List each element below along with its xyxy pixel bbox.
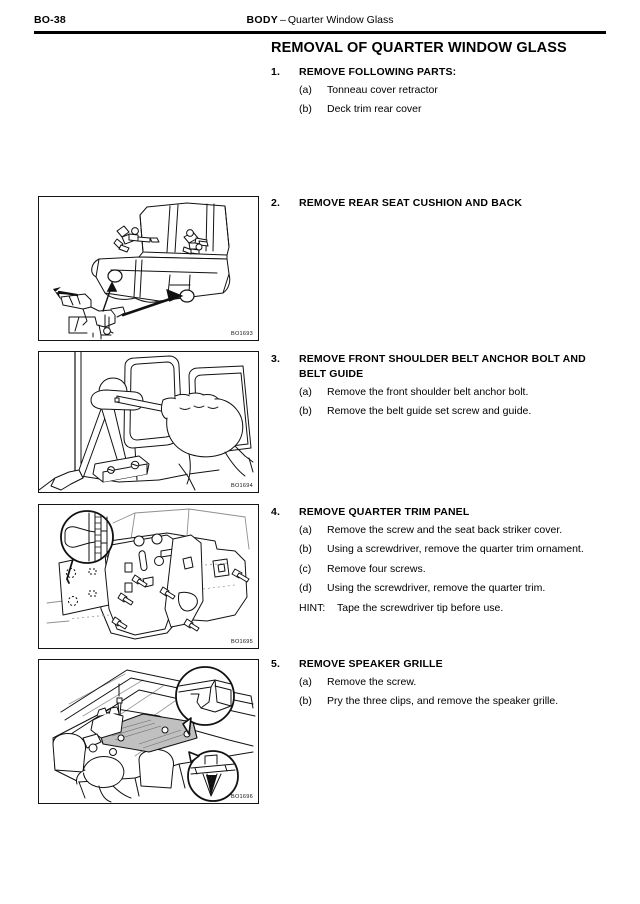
figure-shoulder-belt: BO1694 [38, 351, 259, 493]
step-3-title: REMOVE FRONT SHOULDER BELT ANCHOR BOLT A… [299, 353, 586, 380]
hint-label: HINT: [299, 601, 326, 614]
step-4-number: 4. [271, 506, 281, 518]
figure-rear-seat-illustration [53, 202, 231, 340]
step-1: 1. REMOVE FOLLOWING PARTS: (a) Tonneau c… [271, 65, 606, 117]
substep-text: Tonneau cover retractor [327, 83, 438, 96]
substep-label: (c) [299, 562, 312, 575]
step-1-substeps: (a) Tonneau cover retractor (b) Deck tri… [271, 83, 606, 117]
substep-text: Remove the screw and the seat back strik… [327, 523, 563, 536]
instruction-column: REMOVAL OF QUARTER WINDOW GLASS 1. REMOV… [271, 40, 606, 707]
step-5-title: REMOVE SPEAKER GRILLE [299, 658, 443, 670]
step-4-heading: 4. REMOVE QUARTER TRIM PANEL [271, 505, 606, 520]
substep-text: Using a screwdriver, remove the quarter … [327, 543, 584, 556]
list-item: (a) Remove the screw. [271, 675, 606, 689]
step-4: 4. REMOVE QUARTER TRIM PANEL (a) Remove … [271, 505, 606, 615]
figure-quarter-trim-illustration [46, 508, 250, 640]
step-3-heading: 3. REMOVE FRONT SHOULDER BELT ANCHOR BOL… [271, 352, 606, 382]
substep-label: (a) [299, 385, 312, 398]
substep-text: Remove the screw. [327, 675, 417, 688]
step-2-title: REMOVE REAR SEAT CUSHION AND BACK [299, 197, 523, 209]
page-title: REMOVAL OF QUARTER WINDOW GLASS [271, 40, 567, 56]
substep-text: Pry the three clips, and remove the spea… [327, 695, 559, 708]
page-folio: BO-38 [34, 14, 66, 26]
figure-id: BO1694 [230, 483, 253, 489]
substep-label: (b) [299, 543, 312, 556]
substep-label: (b) [299, 695, 312, 708]
substep-text: Deck trim rear cover [327, 103, 422, 116]
step-5-substeps: (a) Remove the screw. (b) Pry the three … [271, 675, 606, 709]
step-3: 3. REMOVE FRONT SHOULDER BELT ANCHOR BOL… [271, 352, 606, 419]
step-3-number: 3. [271, 353, 281, 365]
step-1-heading: 1. REMOVE FOLLOWING PARTS: [271, 65, 606, 80]
step-2-heading: 2. REMOVE REAR SEAT CUSHION AND BACK [271, 196, 606, 211]
list-item: (a) Tonneau cover retractor [271, 83, 606, 97]
step-2: 2. REMOVE REAR SEAT CUSHION AND BACK [271, 196, 606, 211]
step-1-number: 1. [271, 66, 281, 78]
step-5: 5. REMOVE SPEAKER GRILLE (a) Remove the … [271, 657, 606, 709]
list-item: (a) Remove the front shoulder belt ancho… [271, 385, 606, 399]
step-3-substeps: (a) Remove the front shoulder belt ancho… [271, 385, 606, 419]
hint-note: HINT: Tape the screwdriver tip before us… [271, 601, 606, 615]
step-1-title: REMOVE FOLLOWING PARTS: [299, 66, 457, 78]
hint-text: Tape the screwdriver tip before use. [336, 601, 504, 614]
header-section: BODY [246, 14, 279, 26]
figure-speaker-grille-illustration [52, 666, 256, 803]
list-item: (b) Pry the three clips, and remove the … [271, 694, 606, 708]
substep-label: (b) [299, 405, 312, 418]
substep-label: (a) [299, 675, 312, 688]
list-item: (b) Using a screwdriver, remove the quar… [271, 542, 606, 556]
figure-quarter-trim: BO1695 [38, 504, 259, 649]
list-item: (c) Remove four screws. [271, 562, 606, 576]
step-5-number: 5. [271, 658, 281, 670]
substep-text: Remove the belt guide set screw and guid… [327, 405, 532, 418]
header-rule [34, 31, 606, 34]
header-dash: – [280, 14, 286, 26]
step-2-number: 2. [271, 197, 281, 209]
figure-id: BO1693 [230, 331, 253, 337]
figure-id: BO1695 [230, 639, 253, 645]
list-item: (b) Deck trim rear cover [271, 102, 606, 116]
header-title: BODY–Quarter Window Glass [34, 14, 606, 26]
header-subject: Quarter Window Glass [287, 14, 394, 26]
figure-shoulder-belt-illustration [39, 352, 254, 491]
figure-speaker-grille: BO1696 [38, 659, 259, 804]
list-item: (a) Remove the screw and the seat back s… [271, 523, 606, 537]
substep-text: Remove the front shoulder belt anchor bo… [327, 385, 529, 398]
substep-label: (a) [299, 523, 312, 536]
page-header: BO-38 BODY–Quarter Window Glass [34, 14, 606, 34]
substep-label: (a) [299, 83, 312, 96]
list-item: (b) Remove the belt guide set screw and … [271, 404, 606, 418]
step-4-title: REMOVE QUARTER TRIM PANEL [299, 506, 470, 518]
substep-text: Remove four screws. [327, 562, 426, 575]
list-item: (d) Using the screwdriver, remove the qu… [271, 581, 606, 595]
substep-label: (d) [299, 582, 312, 595]
substep-label: (b) [299, 103, 312, 116]
figure-id: BO1696 [230, 794, 253, 800]
step-5-heading: 5. REMOVE SPEAKER GRILLE [271, 657, 606, 672]
step-4-substeps: (a) Remove the screw and the seat back s… [271, 523, 606, 615]
figure-rear-seat: BO1693 [38, 196, 259, 341]
substep-text: Using the screwdriver, remove the quarte… [327, 582, 546, 595]
